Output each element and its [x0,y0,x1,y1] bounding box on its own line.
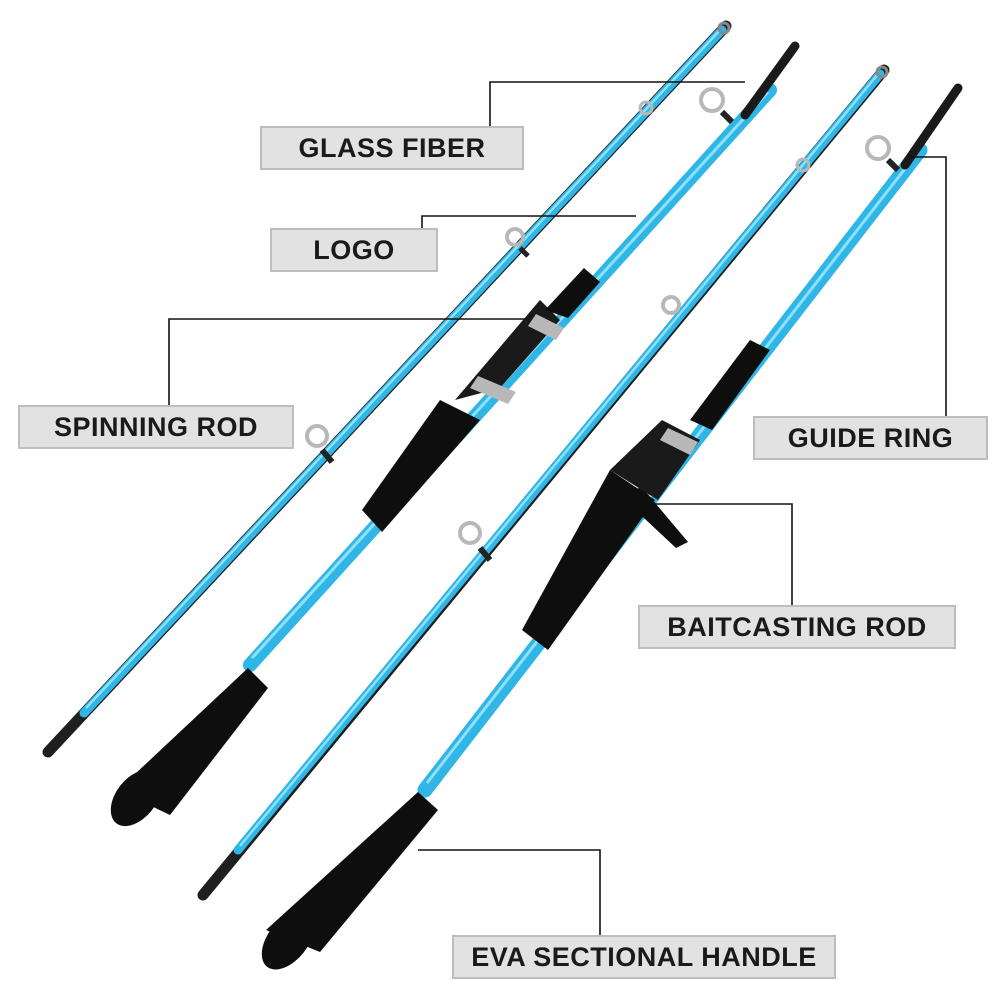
leader-lines [168,81,947,936]
label-glass-fiber: GLASS FIBER [260,126,524,170]
label-baitcasting-rod: BAITCASTING ROD [638,605,956,649]
leader-line-spinning-rod [168,318,526,406]
guide-ring-icon [305,424,335,464]
label-eva-sectional-handle: EVA SECTIONAL HANDLE [452,935,836,979]
leader-line-logo [421,215,636,228]
eva-grip-icon [261,792,438,970]
label-spinning-rod: SPINNING ROD [18,405,294,449]
guide-ring-icon [795,157,811,173]
leader-line-baitcasting-rod [655,503,793,606]
leader-line-guide-ring [908,156,947,418]
guide-ring-icon [699,87,735,125]
eva-grip-icon [362,400,480,532]
guide-ring-icon [505,227,530,258]
eva-grip-icon [110,668,268,827]
guide-ring-icon [865,135,901,173]
guide-ring-icon [458,521,493,562]
leader-line-eva-handle [418,849,601,936]
spinning-rod-tip-section [42,20,732,758]
label-guide-ring: GUIDE RING [753,416,988,460]
guide-ring-icon [661,295,681,315]
eva-grip-icon [522,470,688,650]
leader-line-glass-fiber [489,81,745,128]
baitcasting-rod-tip-section [197,64,890,901]
spinning-rod-butt-section [110,41,800,827]
label-logo: LOGO [270,228,438,272]
guide-ring-icon [638,100,654,116]
baitcasting-rod-butt-section [261,83,963,970]
reel-seat-icon [455,268,600,404]
reel-seat-icon [610,340,770,500]
